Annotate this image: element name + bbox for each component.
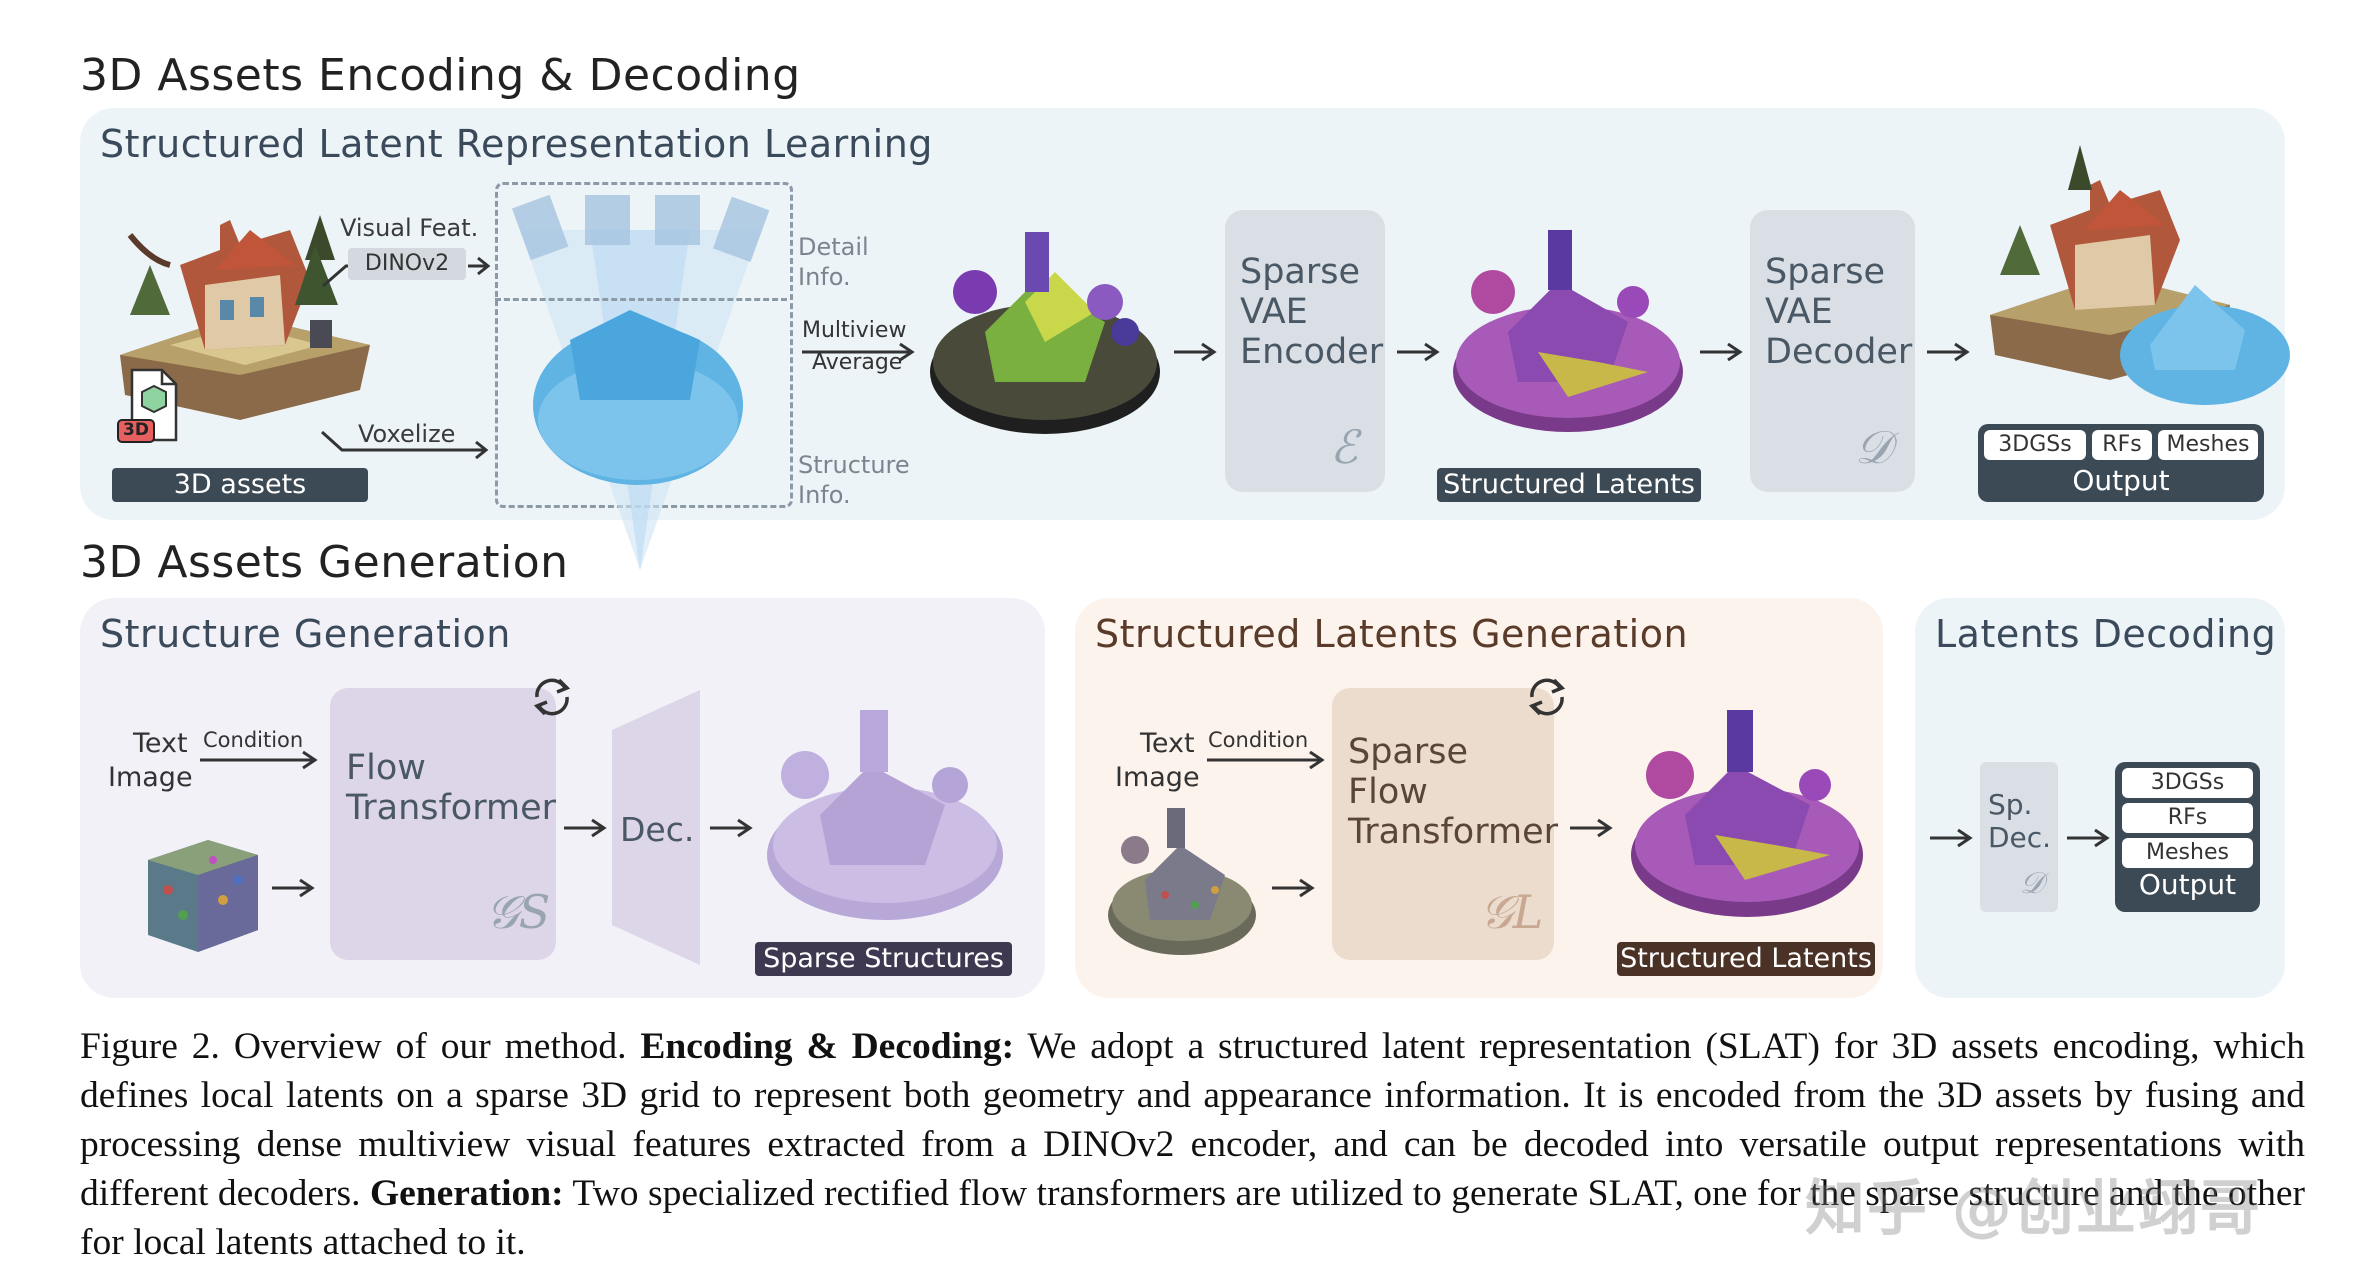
caption-text-1: We adopt a structured latent representat… [80, 1026, 2305, 1214]
detail-info-label: Detail Info. [798, 233, 869, 291]
slg-image-label: Image [1115, 762, 1200, 793]
output-format-meshes-bottom: Meshes [2122, 838, 2253, 868]
refresh-icon-slg [1528, 678, 1566, 716]
arrow-sg-condition [200, 750, 318, 770]
arrow-spdec-to-output [2067, 828, 2110, 848]
sparse-structures-tag: Sparse Structures [755, 942, 1012, 976]
multiview-label: Multiview [802, 318, 907, 343]
caption-prefix: Figure 2. Overview of our method. [80, 1026, 641, 1067]
arrow-to-spdec [1930, 828, 1973, 848]
output-format-rfs-top: RFs [2092, 430, 2152, 460]
arrow-flow-to-dec [564, 818, 607, 838]
sg-text-label: Text [133, 728, 188, 759]
output-format-3dgss-bottom: 3DGSs [2122, 768, 2253, 798]
visual-feat-label: Visual Feat. [340, 214, 479, 242]
caption-bold-encoding: Encoding & Decoding: [640, 1026, 1015, 1067]
panel-ld-title: Latents Decoding [1935, 612, 2277, 656]
arrow-sparseflow-to-latents [1570, 818, 1613, 838]
arrow-encoder-to-latents [1397, 342, 1440, 362]
output-label-top: Output [2072, 464, 2170, 497]
arrow-voxelize [320, 430, 489, 460]
output-format-meshes-top: Meshes [2158, 430, 2258, 460]
gl-symbol: 𝒢L [1480, 885, 1544, 939]
gs-symbol: 𝒢S [486, 885, 551, 939]
arrow-noisy-to-sparseflow [1272, 878, 1315, 898]
flow-transformer-box [330, 688, 556, 960]
output-format-rfs-bottom: RFs [2122, 803, 2253, 833]
output-label-bottom: Output [2138, 868, 2237, 901]
structured-latents-tag-bottom: Structured Latents [1617, 942, 1875, 976]
sparse-vae-decoder-box [1750, 210, 1915, 492]
encoder-symbol: ℰ [1330, 420, 1358, 474]
encoder-label: Sparse VAE Encoder [1240, 252, 1384, 372]
noisy-latents-island [1108, 808, 1256, 955]
output-asset-illustration [1990, 145, 2290, 405]
3d-file-badge: 3D [123, 420, 149, 440]
feature-voxel-island [930, 232, 1160, 434]
slg-condition-label: Condition [1208, 728, 1309, 752]
multiview-projection [511, 194, 770, 570]
output-format-3dgss-top: 3DGSs [1984, 430, 2086, 460]
arrow-dinov2 [322, 256, 491, 288]
voxelize-label: Voxelize [358, 420, 456, 448]
sparse-flow-transformer-box [1332, 688, 1554, 960]
arrow-slg-condition [1207, 750, 1325, 770]
noise-cube [148, 840, 258, 952]
dinov2-box: DINOv2 [348, 248, 466, 280]
panel-slg-title: Structured Latents Generation [1095, 612, 1689, 656]
sg-image-label: Image [108, 762, 193, 793]
slg-text-label: Text [1140, 728, 1195, 759]
3d-file-icon [117, 368, 178, 443]
spdec-box [1980, 762, 2058, 912]
average-label: Average [812, 350, 903, 375]
section-title-generation: 3D Assets Generation [80, 537, 569, 588]
sparse-flow-transformer-label: Sparse Flow Transformer [1348, 732, 1559, 852]
sg-condition-label: Condition [203, 728, 304, 752]
arrow-latents-to-decoder [1700, 342, 1743, 362]
assets-tag: 3D assets [112, 468, 368, 502]
decoder-label: Sparse VAE Decoder [1765, 252, 1913, 372]
flow-transformer-label: Flow Transformer [346, 748, 557, 828]
structured-latents-island-top [1453, 230, 1683, 432]
watermark: 知乎 @创业翊哥 [1805, 1174, 2262, 1244]
sparse-structures-island [767, 710, 1003, 920]
arrow-noise-to-flow [272, 878, 315, 898]
spdec-symbol: 𝒟 [2020, 866, 2044, 901]
refresh-icon-sg [533, 678, 571, 716]
structured-latents-island-bottom [1631, 710, 1863, 917]
arrow-multiview-average [802, 342, 915, 362]
multiview-separator [495, 298, 787, 301]
structured-latents-tag-top: Structured Latents [1437, 468, 1701, 502]
figure-caption: Figure 2. Overview of our method. Encodi… [80, 1022, 2305, 1267]
panel-srl-title: Structured Latent Representation Learnin… [100, 122, 933, 166]
section-title-encoding: 3D Assets Encoding & Decoding [80, 50, 801, 101]
decoder-symbol: 𝒟 [1855, 420, 1892, 474]
arrow-dec-to-structures [710, 818, 753, 838]
house-asset-illustration [120, 215, 370, 420]
structure-info-label: Structure Info. [798, 451, 910, 509]
arrow-to-encoder [1174, 342, 1217, 362]
caption-bold-generation: Generation: [369, 1173, 564, 1214]
arrow-decoder-to-output [1927, 342, 1970, 362]
dec-trapezoid [612, 690, 700, 965]
spdec-label: Sp. Dec. [1988, 788, 2052, 854]
sparse-vae-encoder-box [1225, 210, 1385, 492]
panel-sg-title: Structure Generation [100, 612, 511, 656]
caption-text-2: Two specialized rectified flow transform… [80, 1173, 2305, 1263]
dec-label: Dec. [620, 810, 695, 849]
